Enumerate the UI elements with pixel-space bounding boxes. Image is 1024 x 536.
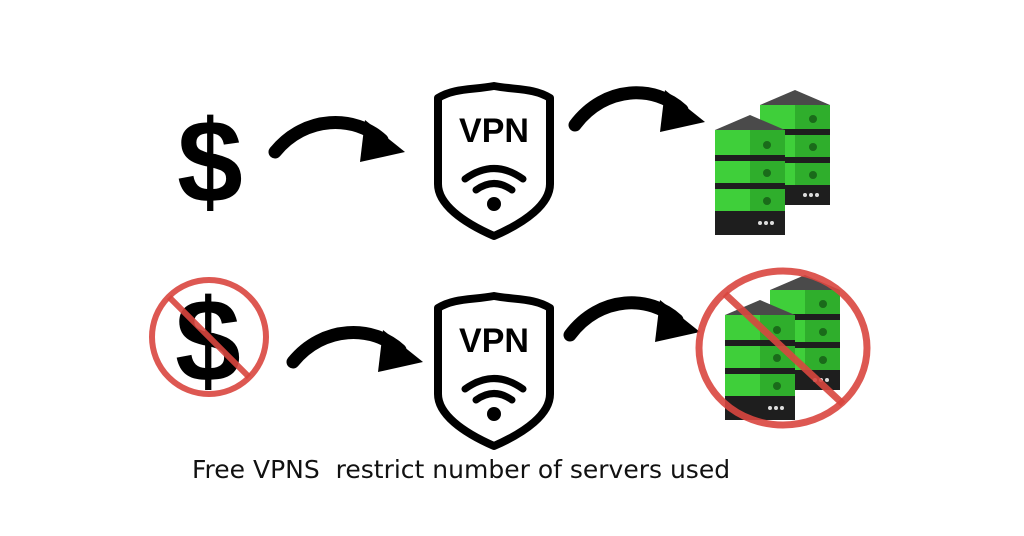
wifi-icon bbox=[461, 165, 527, 211]
server-rack-back bbox=[770, 275, 840, 390]
curved-arrow-icon bbox=[563, 296, 700, 342]
row-paid: $ VPN bbox=[0, 0, 1024, 260]
caption: Free VPNS restrict number of servers use… bbox=[192, 455, 731, 484]
wifi-icon bbox=[461, 375, 527, 421]
servers-icon bbox=[725, 275, 840, 420]
curved-arrow-icon bbox=[568, 86, 705, 132]
vpn-shield-icon: VPN bbox=[434, 82, 554, 240]
server-rack-front bbox=[715, 115, 785, 235]
prohibited-icon bbox=[695, 267, 871, 429]
server-rack-front bbox=[725, 300, 795, 420]
prohibited-icon bbox=[149, 277, 269, 397]
dollar-icon: $ bbox=[177, 96, 243, 228]
curved-arrow-icon bbox=[268, 116, 405, 162]
vpn-label: VPN bbox=[459, 112, 529, 150]
curved-arrow-icon bbox=[286, 326, 423, 372]
dollar-icon: $ bbox=[175, 275, 241, 407]
vpn-label: VPN bbox=[459, 322, 529, 360]
servers-icon bbox=[715, 90, 830, 235]
vpn-shield-icon: VPN bbox=[434, 292, 554, 450]
